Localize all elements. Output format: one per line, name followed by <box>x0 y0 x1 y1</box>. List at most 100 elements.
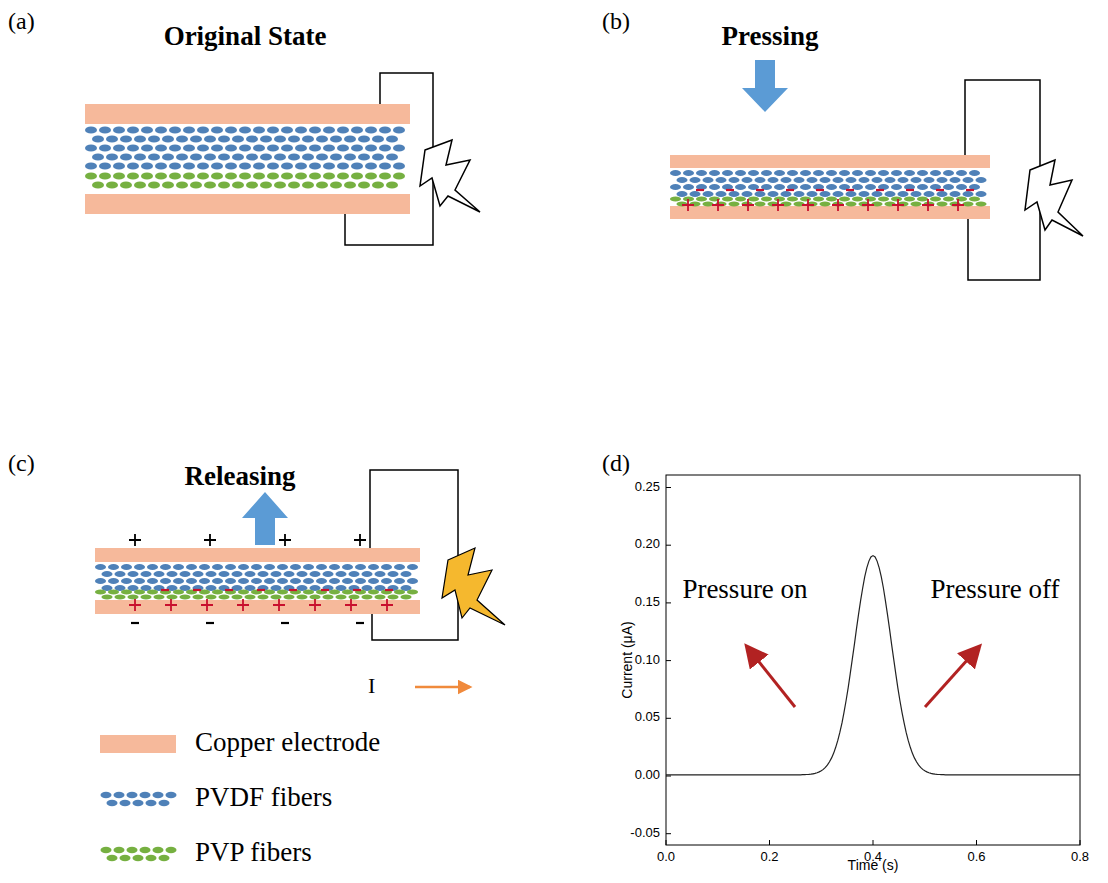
fiber <box>878 170 889 176</box>
fiber <box>154 571 165 577</box>
fiber <box>911 191 922 197</box>
fiber <box>852 196 863 201</box>
fiber <box>393 162 405 169</box>
fiber <box>211 144 223 151</box>
fiber <box>891 184 902 190</box>
swatch-fill <box>153 847 164 854</box>
minus-sign <box>161 589 169 591</box>
minus-sign <box>281 622 289 624</box>
fiber <box>696 196 707 201</box>
fiber <box>284 571 295 577</box>
minus-sign <box>936 189 944 191</box>
fiber <box>277 564 288 570</box>
fiber <box>330 135 342 142</box>
fiber <box>176 153 188 160</box>
fiber <box>246 181 258 188</box>
minus-sign <box>321 589 329 591</box>
fiber <box>826 184 837 190</box>
fiber <box>316 578 327 584</box>
fiber <box>800 170 811 176</box>
fiber <box>204 181 216 188</box>
fiber <box>225 126 237 133</box>
panel-title: Pressing <box>721 22 818 52</box>
fiber <box>917 184 928 190</box>
minus-sign <box>876 189 884 191</box>
fiber <box>323 144 335 151</box>
fiber <box>755 201 766 206</box>
fiber <box>102 594 113 599</box>
swatch-fill <box>127 847 138 854</box>
fiber <box>344 135 356 142</box>
fiber <box>846 191 857 197</box>
fiber <box>937 191 948 197</box>
fiber <box>147 564 158 570</box>
fiber <box>127 162 139 169</box>
plus-sign <box>129 599 141 611</box>
fiber <box>337 144 349 151</box>
x-tick <box>666 840 667 845</box>
fiber <box>813 170 824 176</box>
fiber <box>351 144 363 151</box>
fiber <box>113 144 125 151</box>
fiber <box>85 144 97 151</box>
y-tick <box>666 545 671 546</box>
fiber <box>211 162 223 169</box>
plus-sign <box>742 199 754 211</box>
fiber <box>349 594 360 599</box>
fiber <box>351 162 363 169</box>
fiber <box>169 144 181 151</box>
swatch-fill <box>101 847 112 854</box>
swatch-fill <box>159 855 170 862</box>
fiber <box>155 162 167 169</box>
fiber <box>183 144 195 151</box>
fiber <box>309 172 321 179</box>
fiber <box>800 196 811 201</box>
text-label: Pressure on <box>675 575 815 605</box>
fiber <box>336 571 347 577</box>
fiber <box>969 170 980 176</box>
panel-title: (d) <box>602 450 630 476</box>
fiber <box>813 184 824 190</box>
fiber <box>309 144 321 151</box>
plus-sign <box>922 199 934 211</box>
fiber <box>183 126 195 133</box>
fiber <box>794 177 805 183</box>
fiber <box>232 594 243 599</box>
fiber <box>787 196 798 201</box>
fiber <box>368 589 379 594</box>
fiber <box>401 571 412 577</box>
fiber <box>342 564 353 570</box>
fiber <box>167 571 178 577</box>
fiber <box>206 571 217 577</box>
fiber <box>162 153 174 160</box>
fiber <box>260 153 272 160</box>
fiber <box>309 162 321 169</box>
fiber <box>302 135 314 142</box>
fiber <box>670 170 681 176</box>
fiber <box>937 201 948 206</box>
fiber <box>859 177 870 183</box>
plus-sign <box>802 199 814 211</box>
fiber <box>251 564 262 570</box>
fiber <box>774 184 785 190</box>
fiber <box>264 564 275 570</box>
fiber <box>703 177 714 183</box>
fiber <box>128 594 139 599</box>
fiber <box>99 126 111 133</box>
panel-d <box>666 475 1080 845</box>
fiber <box>703 191 714 197</box>
fiber <box>253 172 265 179</box>
chart-lines <box>666 488 1080 846</box>
fiber <box>375 571 386 577</box>
fiber <box>303 564 314 570</box>
swatch-fill <box>166 847 177 854</box>
fiber <box>258 594 269 599</box>
fiber <box>852 170 863 176</box>
fiber <box>239 162 251 169</box>
fiber <box>976 177 987 183</box>
fiber <box>386 153 398 160</box>
fiber <box>180 571 191 577</box>
fiber <box>232 571 243 577</box>
fiber <box>904 170 915 176</box>
fiber <box>872 191 883 197</box>
